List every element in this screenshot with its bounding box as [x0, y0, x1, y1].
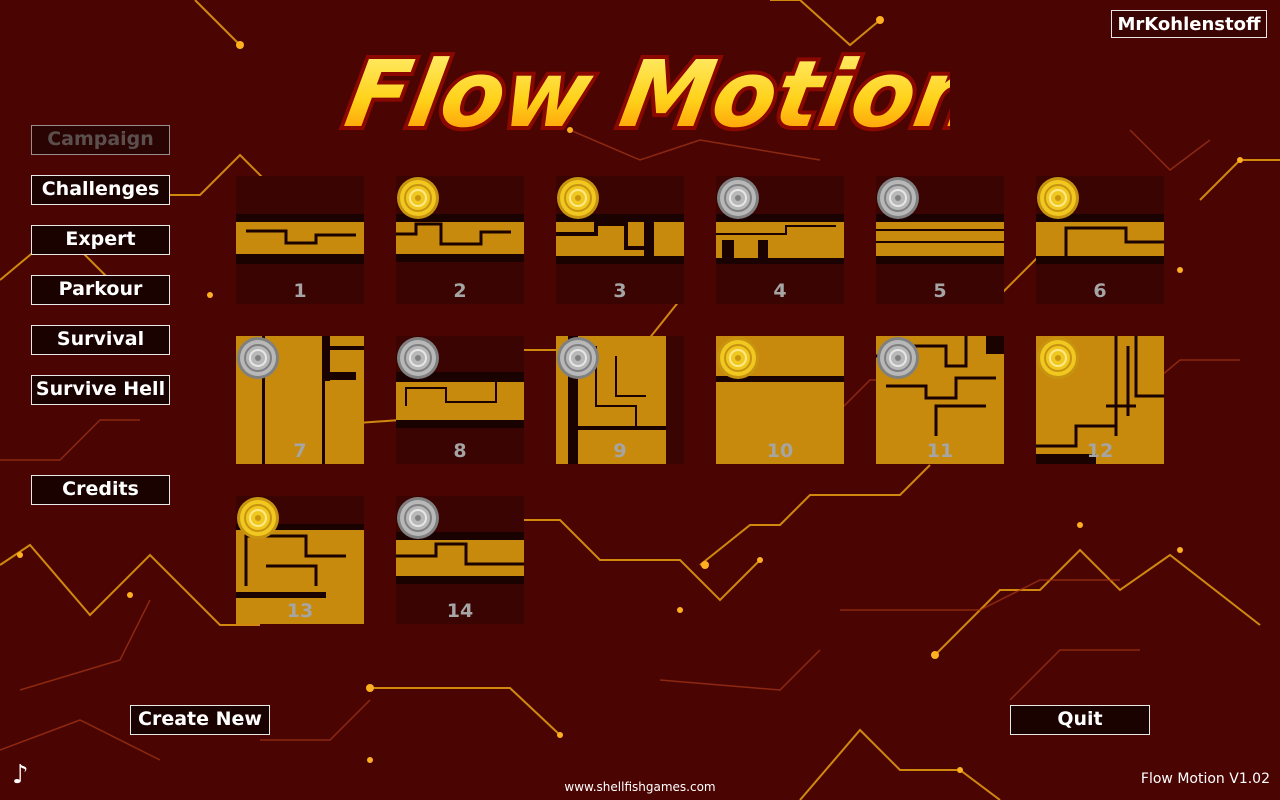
level-number: 14 — [446, 600, 474, 622]
gold-medal-icon — [397, 177, 439, 219]
level-preview — [396, 336, 524, 464]
menu-survive-hell-button[interactable]: Survive Hell — [31, 375, 170, 405]
menu-campaign-button[interactable]: Campaign — [31, 125, 170, 155]
silver-medal-icon — [877, 337, 919, 379]
silver-medal-icon — [877, 177, 919, 219]
level-preview — [556, 336, 684, 464]
level-preview — [716, 176, 844, 304]
level-preview — [236, 496, 364, 624]
level-number: 5 — [933, 280, 947, 302]
silver-medal-icon — [397, 337, 439, 379]
level-tile[interactable]: 4 — [716, 176, 844, 304]
level-number: 1 — [293, 280, 307, 302]
silver-medal-icon — [397, 497, 439, 539]
level-tile[interactable]: 7 — [236, 336, 364, 464]
level-tile[interactable]: 11 — [876, 336, 1004, 464]
quit-button[interactable]: Quit — [1010, 705, 1150, 735]
menu-parkour-button[interactable]: Parkour — [31, 275, 170, 305]
level-tile[interactable]: 5 — [876, 176, 1004, 304]
website-link[interactable]: www.shellfishgames.com — [564, 780, 716, 794]
level-number: 6 — [1093, 280, 1107, 302]
level-number: 9 — [613, 440, 627, 462]
level-number: 8 — [453, 440, 467, 462]
gold-medal-icon — [557, 177, 599, 219]
gold-medal-icon — [1037, 177, 1079, 219]
level-tile[interactable]: 2 — [396, 176, 524, 304]
level-number: 10 — [766, 440, 794, 462]
level-preview — [1036, 176, 1164, 304]
level-number: 7 — [293, 440, 307, 462]
level-tile[interactable]: 10 — [716, 336, 844, 464]
level-number: 2 — [453, 280, 467, 302]
menu-expert-button[interactable]: Expert — [31, 225, 170, 255]
level-tile[interactable]: 1 — [236, 176, 364, 304]
menu-survival-button[interactable]: Survival — [31, 325, 170, 355]
level-number: 11 — [926, 440, 954, 462]
level-preview — [236, 176, 364, 304]
level-tile[interactable]: 9 — [556, 336, 684, 464]
level-number: 12 — [1086, 440, 1114, 462]
level-tile[interactable]: 8 — [396, 336, 524, 464]
version-label: Flow Motion V1.02 — [1140, 771, 1270, 787]
silver-medal-icon — [717, 177, 759, 219]
level-tile[interactable]: 13 — [236, 496, 364, 624]
level-tile[interactable]: 3 — [556, 176, 684, 304]
level-tile[interactable]: 14 — [396, 496, 524, 624]
level-number: 4 — [773, 280, 787, 302]
menu-credits-button[interactable]: Credits — [31, 475, 170, 505]
logo-text: Flow Motion — [338, 41, 950, 148]
level-preview — [396, 496, 524, 624]
gold-medal-icon — [1037, 337, 1079, 379]
gold-medal-icon — [237, 497, 279, 539]
menu-challenges-button[interactable]: Challenges — [31, 175, 170, 205]
level-number: 13 — [286, 600, 314, 622]
level-preview — [396, 176, 524, 304]
level-number: 3 — [613, 280, 627, 302]
music-note-icon[interactable]: ♪ — [12, 760, 29, 790]
silver-medal-icon — [557, 337, 599, 379]
level-preview — [716, 336, 844, 464]
silver-medal-icon — [237, 337, 279, 379]
gold-medal-icon — [717, 337, 759, 379]
level-tile[interactable]: 6 — [1036, 176, 1164, 304]
create-new-button[interactable]: Create New — [130, 705, 270, 735]
game-logo: Flow Motion — [334, 37, 950, 152]
user-name-badge[interactable]: MrKohlenstoff — [1111, 10, 1267, 38]
level-tile[interactable]: 12 — [1036, 336, 1164, 464]
